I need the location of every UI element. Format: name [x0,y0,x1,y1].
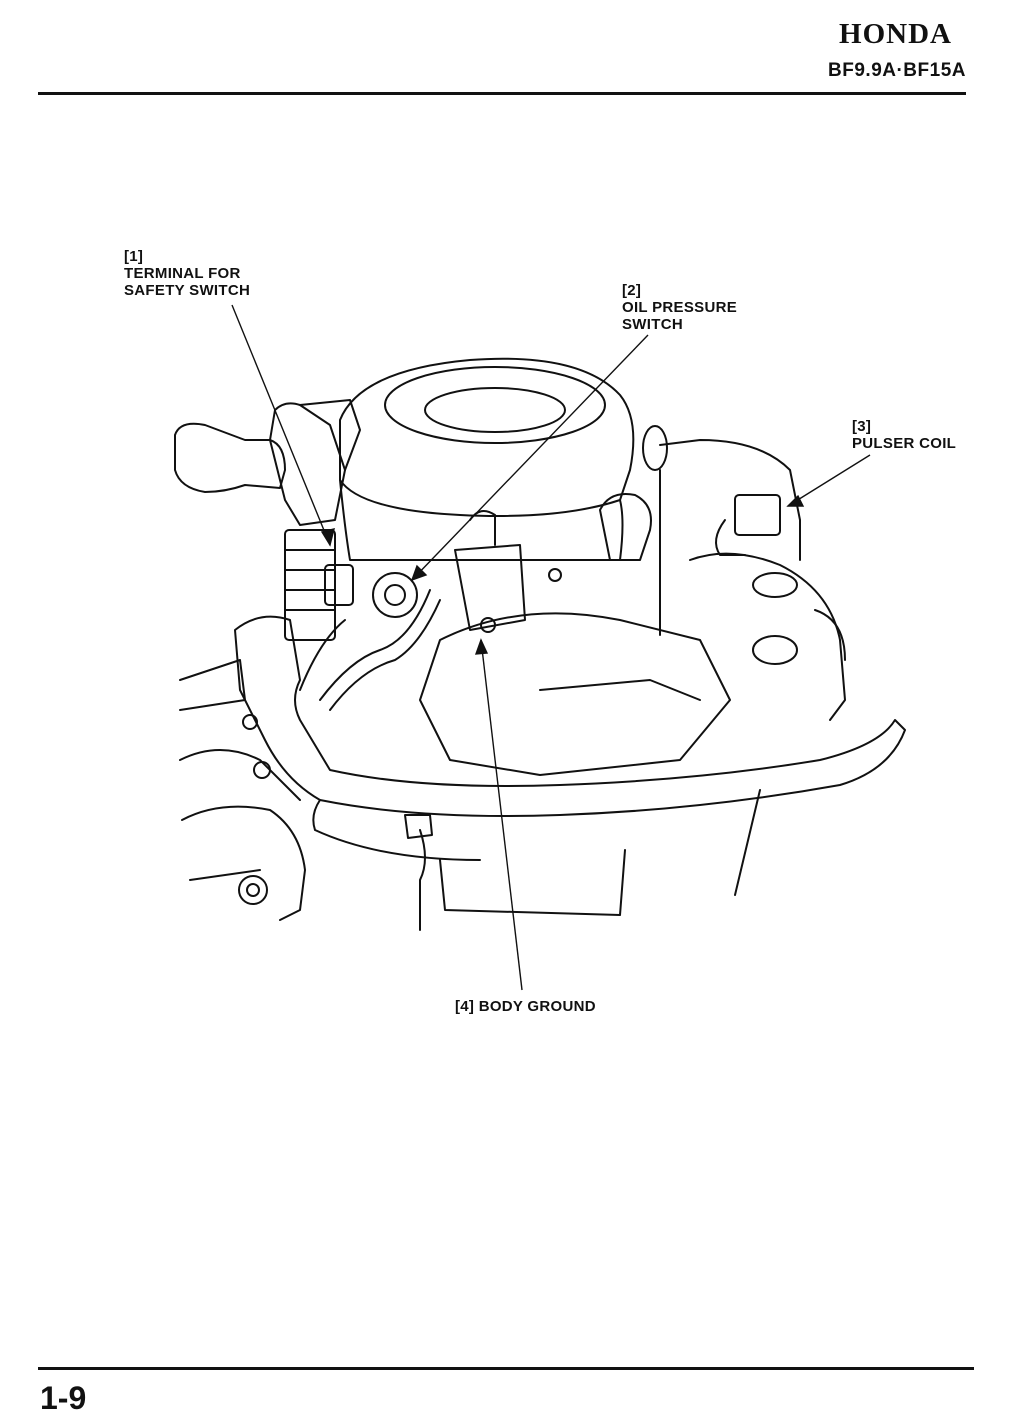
leader-line-4 [480,639,523,991]
flywheel-cap [384,366,606,444]
transom-bracket [179,659,246,711]
page-number: 1-9 [40,1380,87,1416]
callout-text-line: TERMINAL FOR [124,265,241,282]
callout-number: [4] [455,998,475,1015]
pulser-coil-connector [734,494,781,536]
model-designation: BF9.9A·BF15A [828,60,966,81]
brand-logo-text: HONDA [839,18,952,50]
spark-plug-cap [599,493,652,561]
extension-case [439,849,626,916]
callout-body-ground: [4] BODY GROUND [455,998,596,1015]
regulator-block [284,529,336,641]
callout-text-line: BODY GROUND [478,998,596,1015]
flywheel-cover [339,357,635,517]
tiller-handle [174,422,286,493]
footer-rule [38,1367,974,1370]
leader-line-2 [411,334,649,581]
callout-pulser-coil: [3] PULSER COIL [852,418,956,452]
callout-terminal-safety-switch: [1] TERMINAL FOR SAFETY SWITCH [124,248,250,299]
dipstick-ring [642,425,668,471]
callout-text-line: OIL PRESSURE [622,299,738,316]
oil-pressure-switch [372,572,418,618]
callout-number: [2] [622,282,642,299]
callout-text-line: SWITCH [622,316,683,333]
callout-text-line: SAFETY SWITCH [124,282,251,299]
callout-number: [3] [852,418,872,435]
callout-number: [1] [124,248,144,265]
callout-text-line: PULSER COIL [852,435,957,452]
lower-cowl-rim [234,615,906,817]
callout-oil-pressure-switch: [2] OIL PRESSURE SWITCH [622,282,737,333]
header-rule [38,92,966,95]
leader-line-3 [787,454,871,507]
leader-line-1 [231,304,331,546]
